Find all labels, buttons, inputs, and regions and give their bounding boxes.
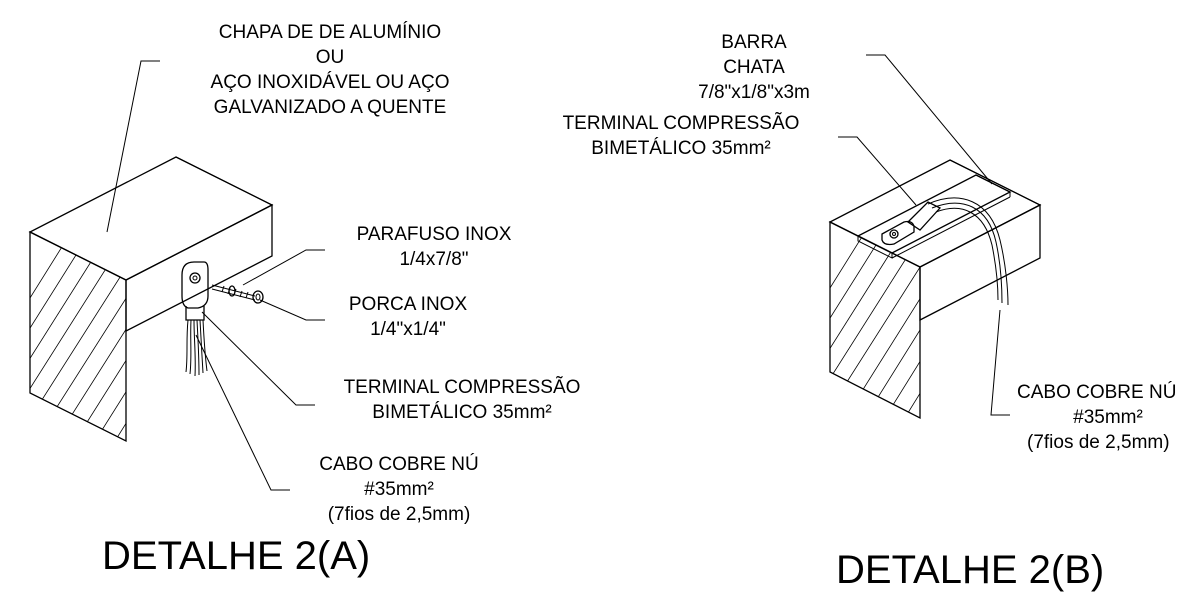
detail-a-screw <box>211 284 256 301</box>
terminal-a-label-line-1: TERMINAL COMPRESSÃO <box>344 376 581 398</box>
terminal-a-label-line-2: BIMETÁLICO 35mm² <box>372 402 551 423</box>
plate-label-line-1: CHAPA DE DE ALUMÍNIO <box>219 22 441 43</box>
detail-a-labels: CHAPA DE DE ALUMÍNIO OU AÇO INOXIDÁVEL O… <box>102 22 580 578</box>
detail-b-section-hatch <box>830 222 920 418</box>
cable-a-label-line-2: #35mm² <box>364 479 434 500</box>
detail-a-leaders <box>106 60 325 491</box>
bar-label-line-1: BARRA <box>721 32 787 53</box>
screw-label-line-1: PARAFUSO INOX <box>357 224 512 245</box>
terminal-b-label-line-2: BIMETÁLICO 35mm² <box>591 138 770 159</box>
cable-a-label-line-1: CABO COBRE NÚ <box>319 453 478 475</box>
plate-label-line-3: AÇO INOXIDÁVEL OU AÇO <box>211 72 450 93</box>
plate-label-line-2: OU <box>316 47 345 68</box>
detail-a-section-hatch <box>30 232 126 441</box>
nut-label-line-1: PORCA INOX <box>349 294 468 315</box>
bar-label-line-3: 7/8"x1/8"x3m <box>698 82 810 103</box>
detail-a-title: DETALHE 2(A) <box>102 534 370 578</box>
detail-a-cable <box>185 319 208 377</box>
detail-b-flat-bar <box>856 174 1012 259</box>
bar-label-line-2: CHATA <box>723 57 785 78</box>
detail-a-terminal-lug <box>181 261 209 321</box>
cable-b-label-line-2: #35mm² <box>1073 407 1143 428</box>
detail-a-nut <box>252 290 264 304</box>
plate-label-line-4: GALVANIZADO A QUENTE <box>214 97 447 118</box>
detail-b-leaders <box>838 54 1010 416</box>
terminal-b-label-line-1: TERMINAL COMPRESSÃO <box>563 112 800 134</box>
screw-label-line-2: 1/4x7/8" <box>399 249 468 270</box>
detail-b-profile <box>828 159 1042 420</box>
detail-b-cable <box>927 197 1009 306</box>
detail-b-title: DETALHE 2(B) <box>836 548 1104 592</box>
detail-a-profile <box>28 156 274 443</box>
cable-b-label-line-1: CABO COBRE NÚ <box>1017 381 1176 403</box>
nut-label-line-2: 1/4"x1/4" <box>370 319 446 340</box>
detail-b-labels: BARRA CHATA 7/8"x1/8"x3m TERMINAL COMPRE… <box>563 32 1177 592</box>
detail-b-terminal-lug <box>881 201 942 246</box>
cable-b-label-line-3: (7fios de 2,5mm) <box>1027 432 1170 453</box>
cable-a-label-line-3: (7fios de 2,5mm) <box>328 504 471 525</box>
